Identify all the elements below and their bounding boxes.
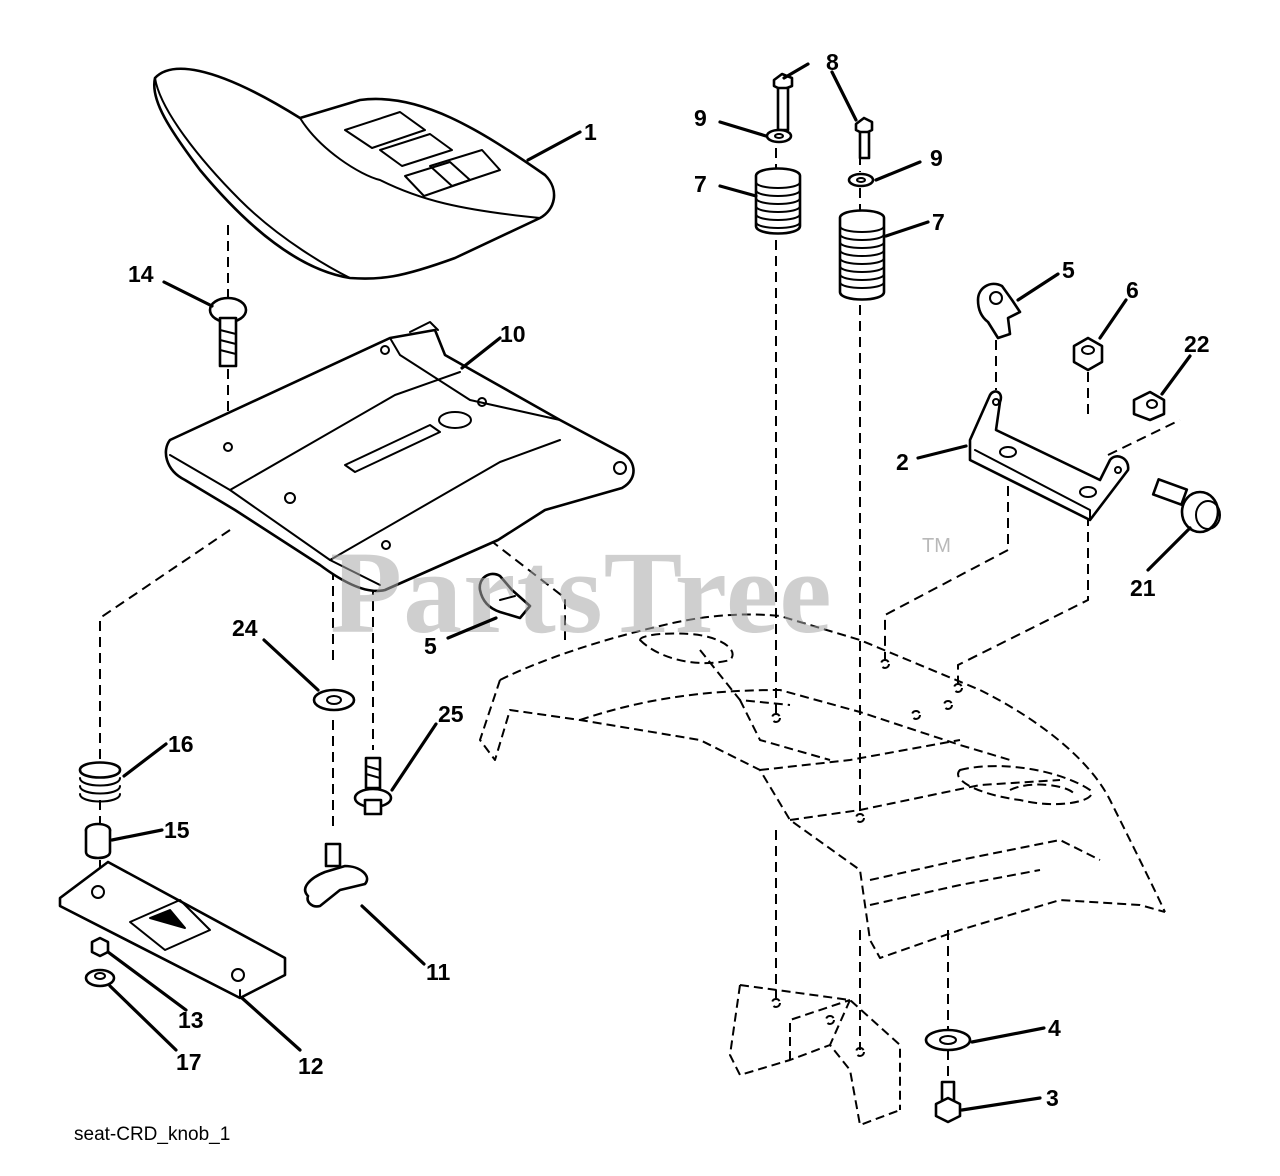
washer-4 (924, 1028, 972, 1052)
spring-16 (78, 761, 122, 803)
carriage-bolt (208, 296, 248, 368)
alignment-lines (99, 148, 1181, 1080)
watermark-trademark: TM (922, 535, 951, 557)
flange-nut-17 (84, 968, 116, 988)
callout-6: 6 (1126, 277, 1139, 303)
nut-22 (1132, 390, 1166, 422)
bolt-8-left (772, 72, 794, 132)
callout-10: 10 (500, 321, 526, 347)
diagram-caption: seat-CRD_knob_1 (74, 1124, 230, 1145)
spring-7-right (838, 209, 886, 301)
spring-7-left (754, 167, 802, 235)
callout-11: 11 (426, 959, 451, 985)
callout-14: 14 (128, 261, 154, 287)
bolt-21 (1151, 478, 1221, 534)
callout-17: 17 (176, 1049, 202, 1075)
watermark: PartsTree TM (330, 527, 951, 658)
seat-knob (303, 842, 369, 908)
callout-9-right: 9 (930, 145, 943, 171)
callout-15: 15 (164, 817, 190, 843)
bolt-25 (353, 756, 393, 816)
callout-7-right: 7 (932, 209, 945, 235)
spacer-15 (84, 822, 112, 860)
washer-9-right (847, 172, 875, 188)
callout-numbers: 1 2 3 4 5 5 6 7 7 8 9 9 10 11 12 13 14 1… (128, 49, 1210, 1111)
callout-22: 22 (1184, 331, 1210, 357)
callout-9-left: 9 (694, 105, 707, 131)
callout-16: 16 (168, 731, 194, 757)
callout-2: 2 (896, 449, 909, 475)
tractor-fender-frame (479, 613, 1166, 1126)
callout-3: 3 (1046, 1085, 1059, 1111)
callout-5-lower: 5 (424, 633, 437, 659)
seat-bracket (968, 390, 1130, 522)
callout-7-left: 7 (694, 171, 707, 197)
wire-clip-lower (478, 572, 532, 620)
washer-24 (312, 688, 356, 712)
nut-6 (1072, 336, 1104, 372)
watermark-text: PartsTree (330, 527, 833, 658)
callout-25: 25 (438, 701, 464, 727)
seat-pan (164, 321, 635, 593)
wire-clip-upper (976, 282, 1022, 340)
bolt-8-right (854, 116, 874, 160)
callout-21: 21 (1130, 575, 1156, 601)
callout-24: 24 (232, 615, 258, 641)
callout-8: 8 (826, 49, 839, 75)
bolt-3 (934, 1080, 962, 1124)
washer-9-left (765, 128, 793, 144)
callout-4: 4 (1048, 1015, 1061, 1041)
nut-13 (90, 936, 110, 958)
leader-lines (106, 62, 1192, 1112)
callout-12: 12 (298, 1053, 324, 1079)
callout-1: 1 (584, 119, 597, 145)
callout-13: 13 (178, 1007, 204, 1033)
seat (152, 67, 556, 280)
callout-5-upper: 5 (1062, 257, 1075, 283)
slide-plate (58, 860, 287, 1000)
